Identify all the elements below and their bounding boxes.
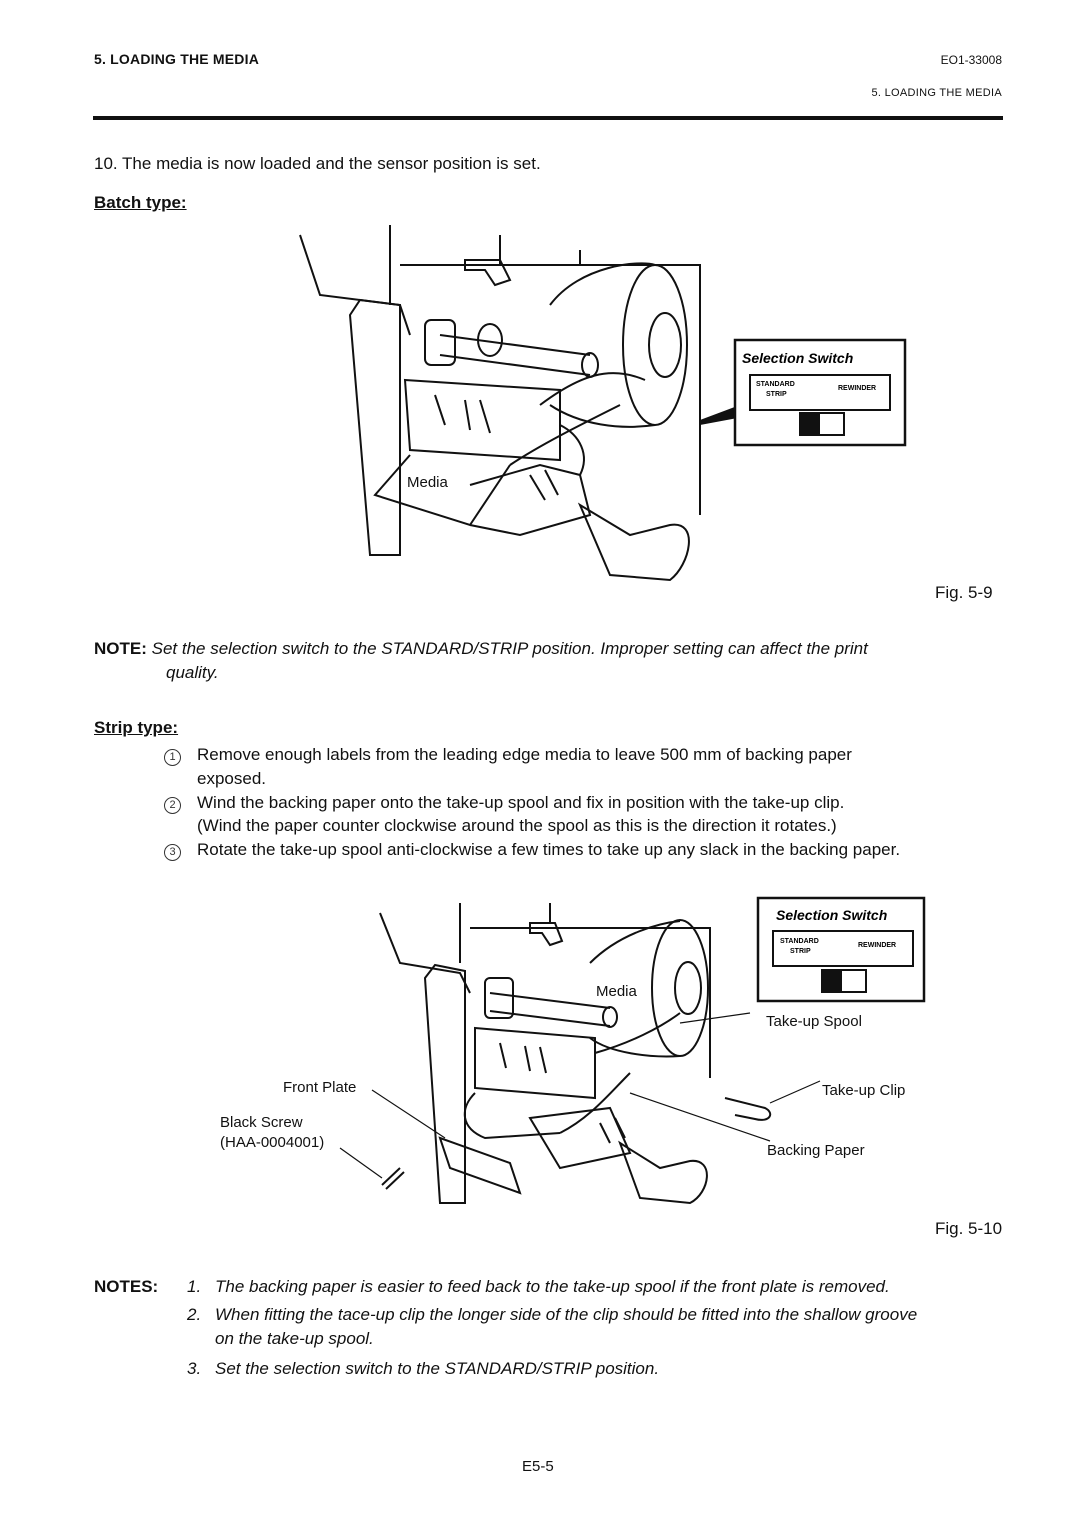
strip-step-1-text: Remove enough labels from the leading ed…	[197, 745, 852, 764]
notes-item-3-num: 3.	[187, 1359, 202, 1378]
front-plate-label: Front Plate	[283, 1079, 356, 1096]
notes-item-2-num: 2.	[187, 1305, 202, 1324]
figure-5-10-caption: Fig. 5-10	[935, 1219, 1003, 1238]
takeup-clip-label: Take-up Clip	[822, 1082, 905, 1099]
media-label-2: Media	[596, 983, 638, 1000]
backing-paper-label: Backing Paper	[767, 1142, 865, 1159]
strip-step-2-text: Wind the backing paper onto the take-up …	[197, 793, 845, 812]
takeup-spool-label: Take-up Spool	[766, 1013, 862, 1030]
switch-strip-label-2: STRIP	[790, 948, 811, 955]
section-title: 5. LOADING THE MEDIA	[94, 51, 260, 67]
switch-standard-label-2: STANDARD	[780, 938, 819, 945]
strip-step-2: 2	[164, 791, 181, 815]
step-10-text: 10. The media is now loaded and the sens…	[94, 154, 541, 173]
document-id: EO1-33008	[940, 53, 1002, 67]
strip-step-2-text-cont: (Wind the paper counter clockwise around…	[197, 816, 837, 835]
selection-switch-box: Selection Switch STANDARD STRIP REWINDER	[733, 338, 907, 447]
notes-item-1-num: 1.	[187, 1277, 202, 1296]
strip-step-3: 3	[164, 838, 181, 862]
strip-type-heading: Strip type:	[94, 718, 179, 737]
notes-item-2: When fitting the tace-up clip the longer…	[215, 1305, 918, 1324]
switch-title: Selection Switch	[742, 350, 853, 366]
step-number: 1	[164, 749, 181, 766]
batch-type-heading: Batch type:	[94, 193, 187, 212]
switch-rewinder-label: REWINDER	[838, 385, 876, 392]
notes-item-1: The backing paper is easier to feed back…	[215, 1277, 890, 1296]
note-1-continued: quality.	[166, 663, 219, 682]
figure-5-9-caption: Fig. 5-9	[935, 583, 993, 602]
page-number: E5-5	[522, 1458, 554, 1475]
note-text: Set the selection switch to the STANDARD…	[151, 639, 868, 658]
section-subtitle: 5. LOADING THE MEDIA	[871, 87, 1002, 99]
header-rule	[93, 116, 1003, 120]
selection-switch-box-2: Selection Switch STANDARD STRIP REWINDER	[756, 896, 926, 1003]
switch-strip-label: STRIP	[766, 391, 787, 398]
figure-5-10-illustration: Media Take-up Spool Front Plate Take-up …	[220, 896, 926, 1205]
part-number-label: (HAA-0004001)	[220, 1134, 324, 1151]
black-screw-label: Black Screw	[220, 1114, 303, 1131]
strip-step-1: 1	[164, 743, 181, 767]
strip-step-3-text: Rotate the take-up spool anti-clockwise …	[197, 840, 901, 859]
switch-title-2: Selection Switch	[776, 907, 887, 923]
notes-label: NOTES:	[94, 1277, 159, 1296]
note-label: NOTE:	[94, 639, 147, 658]
switch-rewinder-label-2: REWINDER	[858, 942, 896, 949]
step-number: 2	[164, 797, 181, 814]
notes-item-3: Set the selection switch to the STANDARD…	[215, 1359, 660, 1378]
switch-standard-label: STANDARD	[756, 381, 795, 388]
notes-item-2-cont: on the take-up spool.	[215, 1329, 374, 1348]
note-1: NOTE: Set the selection switch to the ST…	[94, 637, 1009, 661]
figure-5-9-illustration: Media Selection Switch STANDARD STRIP RE…	[299, 225, 907, 582]
media-label: Media	[407, 474, 449, 491]
step-number: 3	[164, 844, 181, 861]
strip-step-1-text-cont: exposed.	[197, 769, 266, 788]
